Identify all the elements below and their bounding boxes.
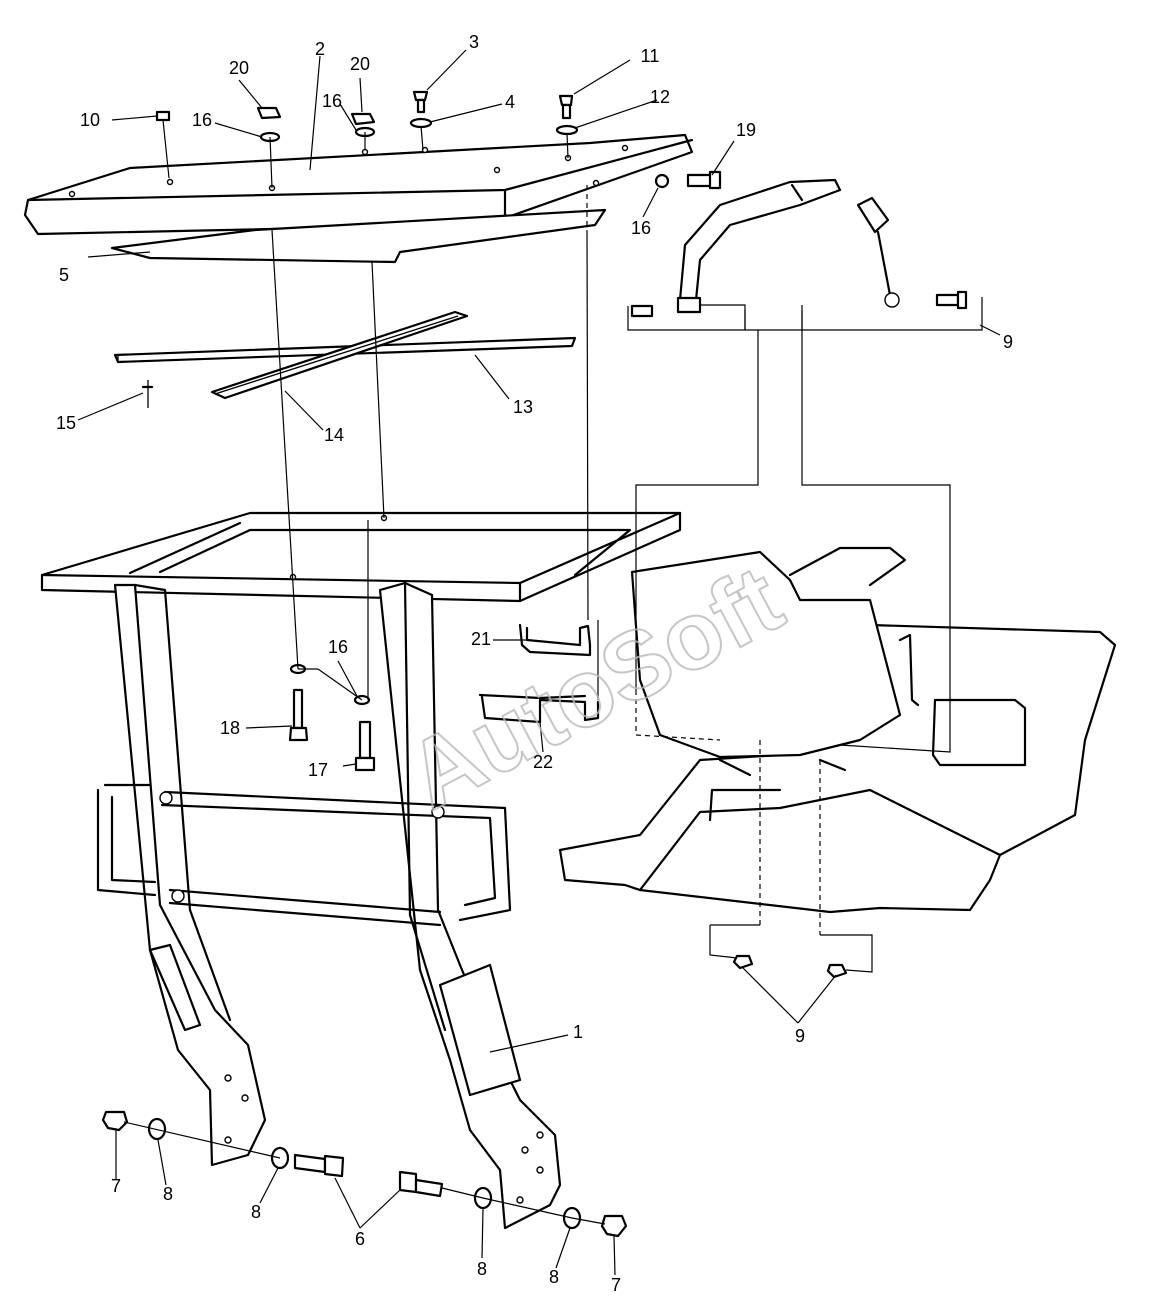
callout-c20a: 20 xyxy=(229,58,249,78)
seat-plate xyxy=(23,133,694,236)
callout-c21: 21 xyxy=(471,629,491,649)
callout-c1: 1 xyxy=(573,1022,583,1042)
callout-c15: 15 xyxy=(56,413,76,433)
bracket-21 xyxy=(518,623,592,657)
callout-c10: 10 xyxy=(80,110,100,130)
callout-c8b: 8 xyxy=(251,1202,261,1222)
callout-c4: 4 xyxy=(505,92,515,112)
frame-assembly xyxy=(40,511,682,1230)
callout-c7b: 7 xyxy=(611,1275,621,1295)
callout-c9a: 9 xyxy=(1003,332,1013,352)
callout-c19: 19 xyxy=(736,120,756,140)
callout-c12: 12 xyxy=(650,87,670,107)
callout-c22: 22 xyxy=(533,752,553,772)
callout-c14: 14 xyxy=(324,425,344,445)
callout-c16b: 16 xyxy=(322,91,342,111)
callout-c20b: 20 xyxy=(350,54,370,74)
fasteners xyxy=(101,90,968,1238)
callout-c16a: 16 xyxy=(192,110,212,130)
callout-c5: 5 xyxy=(59,265,69,285)
callout-c9b: 9 xyxy=(795,1026,805,1046)
callout-c8a: 8 xyxy=(163,1184,173,1204)
callout-c16d: 16 xyxy=(328,637,348,657)
callout-c6: 6 xyxy=(355,1229,365,1249)
seat-pad xyxy=(110,208,607,264)
callout-c7a: 7 xyxy=(111,1176,121,1196)
callout-c18: 18 xyxy=(220,718,240,738)
bracket-22 xyxy=(478,693,600,724)
callout-c2: 2 xyxy=(315,39,325,59)
callout-c17: 17 xyxy=(308,760,328,780)
leader-lines xyxy=(77,49,1001,1276)
callout-c8d: 8 xyxy=(549,1267,559,1287)
callout-c3: 3 xyxy=(469,32,479,52)
callout-c8c: 8 xyxy=(477,1259,487,1279)
guide-lines xyxy=(123,119,983,1225)
seat-assembly xyxy=(558,546,1117,914)
callout-c16c: 16 xyxy=(631,218,651,238)
callout-c13: 13 xyxy=(513,397,533,417)
rivet-15 xyxy=(141,380,154,408)
rail-14 xyxy=(210,310,469,400)
callout-c11: 11 xyxy=(641,46,660,66)
seat-belt xyxy=(676,178,900,314)
